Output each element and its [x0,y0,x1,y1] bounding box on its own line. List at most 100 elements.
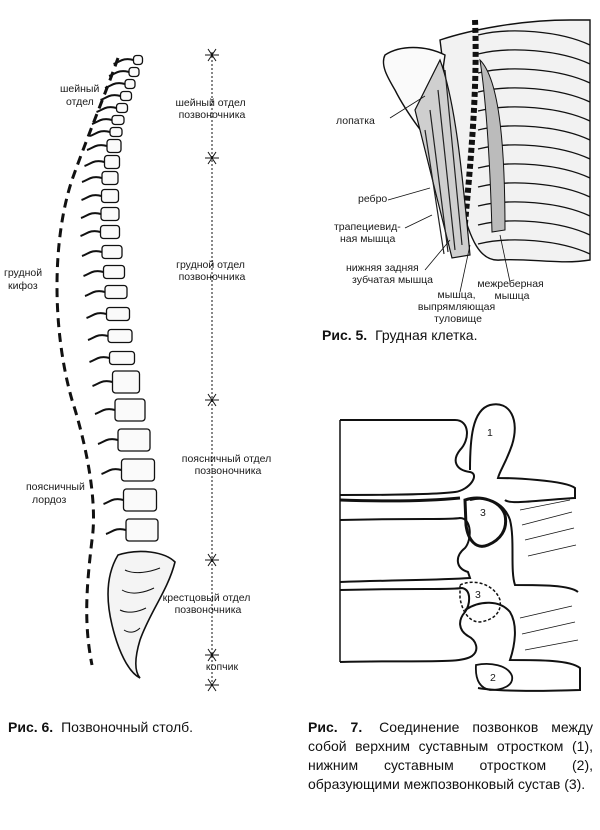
vertebra-shape [115,102,129,114]
label-cervical-curve: шейный отдел [60,83,102,108]
label-scapula: лопатка [336,115,375,127]
spinous-process-shape [108,70,130,77]
vertebra-shape [117,428,151,452]
spinous-process-shape [89,356,110,363]
spinous-process-shape [94,408,116,415]
vertebra-shape [128,66,140,78]
vertebra-shape [114,398,146,422]
spinous-process-shape [97,438,119,445]
label-serratus: нижняя задняя зубчатая мышца [346,262,433,286]
spinous-process-shape [113,58,134,65]
vertebra-shape [111,370,141,394]
dimension-arrow [207,48,217,62]
spinous-process-shape [83,270,104,277]
vertebra-shape [120,458,156,482]
label-trapezius: трапециевид- ная мышца [334,221,404,245]
vertebra-shape [101,244,123,260]
spinous-process-shape [101,468,122,475]
vertebra-shape [104,284,128,300]
spine-section-dimension-lines [205,48,219,692]
spinous-process-shape [86,312,107,319]
spinous-process-shape [80,230,101,237]
label-sacral-section: крестцовый отдел позвоночника [163,592,254,616]
rib-shape [477,182,591,198]
chest-illustration [382,19,591,293]
dimension-arrow [207,648,217,662]
vertebra-shape [109,126,123,138]
spinous-process-shape [103,498,124,505]
caption-figure-5-text: Грудная клетка. [375,327,478,343]
vertebra-shape [122,488,158,512]
spinous-process-shape [84,290,106,297]
vertebra-shape [103,154,121,170]
dimension-arrow [207,151,217,165]
label-thoracic-section: грудной отдел позвоночника [176,259,248,283]
spinous-process-shape [91,118,113,125]
label-upper-process-1: 1 [487,427,493,439]
vertebra-shape [125,518,159,542]
vertebra-shape [106,138,122,154]
spinous-process-shape [84,160,105,167]
vertebral-joint-illustration [339,403,581,692]
vertebra-shape [100,188,120,204]
sacrum-shape [107,550,176,679]
vertebra-shape [102,264,126,280]
caption-figure-6: Рис. 6. Позвоночный столб. [8,718,298,737]
label-lumbar-section: поясничный отдел позвоночника [182,453,274,477]
spinous-process-shape [81,250,103,257]
spine-curvature-dashed-line [55,57,120,666]
vertebra-shape [124,78,136,90]
caption-figure-7: Рис. 7. Соединение позвонков между собой… [308,718,593,794]
vertebra-shape [108,350,136,366]
label-lumbar-lordosis: поясничный лордоз [26,481,88,506]
spinous-process-shape [100,94,121,101]
rib-shape [477,201,591,217]
rib-shape [477,49,591,65]
caption-figure-7-text: Соединение позвонков между собой верхним… [308,719,593,792]
dimension-arrow [207,553,217,567]
vertebra-shape [111,114,125,126]
rib-shape [477,239,591,255]
caption-figure-6-number: Рис. 6. [8,719,54,735]
vertebra-stack [80,54,159,542]
spinous-process-shape [96,106,117,113]
label-cervical-section: шейный отдел позвоночника [176,97,249,121]
spinous-process-shape [89,130,111,137]
vertebra-shape [119,90,133,102]
vertebra-shape [107,328,133,344]
label-erector: мышца, выпрямляющая туловище [418,289,498,325]
muscle-shape [414,58,471,259]
vertebra-shape [99,224,121,240]
dimension-arrow [207,393,217,407]
caption-figure-7-number: Рис. 7. [308,719,363,735]
label-lower-process-2: 2 [490,672,496,684]
label-rib: ребро [358,193,387,205]
label-intercostal: межреберная мышца [477,278,546,302]
caption-figure-6-text: Позвоночный столб. [61,719,194,735]
spinous-process-shape [81,176,103,183]
spinous-process-shape [87,334,109,341]
spinous-process-shape [81,194,102,201]
caption-figure-5-number: Рис. 5. [322,327,368,343]
label-coccyx: копчик [206,661,239,673]
dimension-arrow [207,678,217,692]
vertebra-shape [101,170,119,186]
rib-shape [477,30,591,46]
spinous-process-shape [105,528,127,535]
spinous-process-shape [80,212,102,219]
caption-figure-5: Рис. 5. Грудная клетка. [322,326,592,345]
spinous-process-shape [86,144,108,151]
vertebra-shape [105,306,131,322]
rib-shape [477,68,591,84]
spinous-process-shape [92,380,113,387]
label-joint-3-lower: 3 [475,589,481,601]
label-joint-3-upper: 3 [480,507,486,519]
rib-shape [477,220,591,236]
spine-illustration [55,54,176,679]
rib-shape [477,163,591,179]
spinous-process-shape [104,82,126,89]
vertebra-shape [132,54,144,66]
label-thoracic-kyphosis: грудной кифоз [4,267,45,292]
vertebra-shape [100,206,120,222]
